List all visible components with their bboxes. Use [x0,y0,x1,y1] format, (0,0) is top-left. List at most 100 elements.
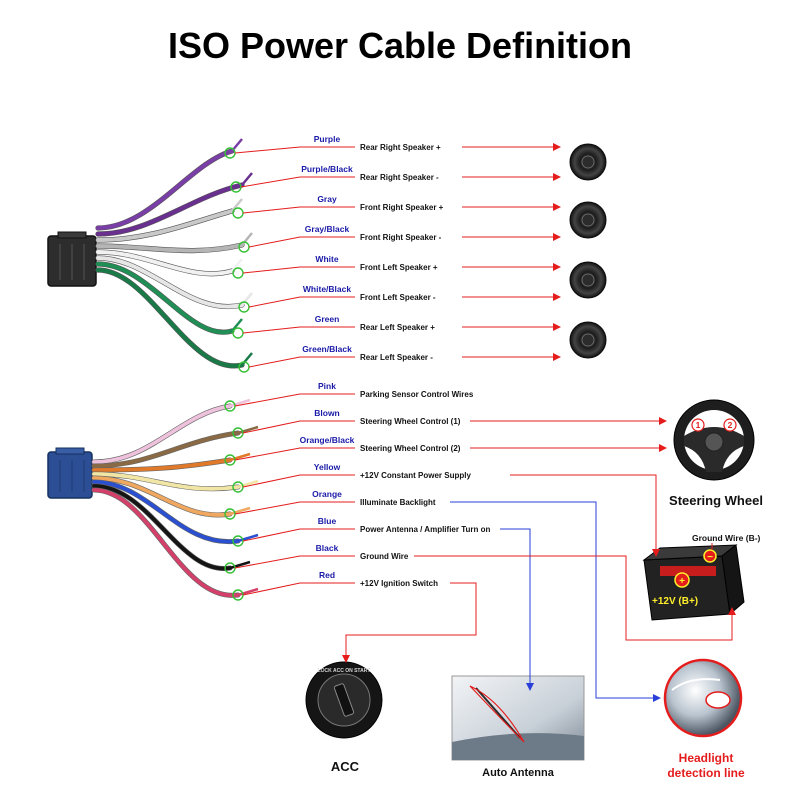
speaker-wire-function-label: Rear Left Speaker + [360,323,435,332]
speaker-wire-color-label: Green/Black [302,344,352,354]
power-wire-color-label: Orange [312,489,342,499]
speaker-cone-icon [581,213,595,227]
power-wire-color-label: Blown [314,408,340,418]
power-wire [92,458,232,472]
speaker-wire [96,183,244,236]
label-leader-line [242,582,355,596]
speaker-wire [96,250,234,276]
label-leader-line [242,528,355,542]
ignition-pointer [342,582,477,663]
speaker-wire-function-label: Front Left Speaker - [360,293,436,302]
label-leader-line [242,326,355,334]
power-wire-function-label: +12V Ignition Switch [360,579,438,588]
wire-marker-circle [232,327,244,339]
speaker-wire-function-label: Front Right Speaker - [360,233,442,242]
wire-tip [229,398,251,408]
wire-tip [231,198,243,212]
power-wire-function-label: +12V Constant Power Supply [360,471,471,480]
speaker-wire-color-label: White [315,254,338,264]
wire-tip [241,292,253,306]
pointer-line-group [342,417,736,702]
auto-antenna-image [451,675,585,761]
wire-marker-circle [232,207,244,219]
wire-tip [237,533,259,543]
speaker-wire [96,209,234,242]
power-wire [92,476,232,517]
label-leader-line [248,296,355,308]
headlight-label-line-1: Headlight [679,751,734,765]
speaker-wire-color-label: Purple [314,134,341,144]
power-wire [92,404,232,464]
speaker-wire [96,262,234,335]
steering-wheel-icon: 1 2 [673,399,755,481]
steering-button-2-label: 2 [728,420,733,430]
speaker-wire [96,268,244,368]
power-wire-function-label: Steering Wheel Control (1) [360,417,461,426]
power-connector [47,447,93,499]
power-wire-function-label: Power Antenna / Amplifier Turn on [360,525,490,534]
power-wire [92,488,240,598]
constant-power-pointer [510,474,660,557]
page-title: ISO Power Cable Definition [168,25,632,66]
headlight-icon [663,658,743,738]
speaker-wire-color-label: White/Black [303,284,351,294]
speaker-cone-icon [581,273,595,287]
ground-wire-label: Ground Wire (B-) [692,533,761,543]
speaker-wire-function-label: Rear Right Speaker + [360,143,441,152]
speaker-wire-color-label: Gray/Black [305,224,350,234]
speaker-wire [96,149,234,230]
speaker-cone-icon [581,155,595,169]
label-leader-line [242,266,355,274]
power-wire-function-label: Parking Sensor Control Wires [360,390,474,399]
headlight-label-line-2: detection line [667,766,745,780]
wire-tip [237,479,259,489]
speaker-wire-color-label: Purple/Black [301,164,353,174]
label-leader-line [242,206,355,214]
speaker-wire-function-label: Front Left Speaker + [360,263,438,272]
ignition-key-icon: LOCK ACC ON START [305,661,383,739]
battery-icon: Ground Wire (B-) + − +12V (B+) [642,533,761,621]
power-wire-function-label: Steering Wheel Control (2) [360,444,461,453]
label-leader-line [234,146,355,154]
speaker-wire-function-label: Rear Right Speaker - [360,173,439,182]
backlight-pointer [450,501,661,702]
battery-minus-sign: − [707,552,713,563]
wire-tip [241,232,253,246]
speaker-wire [96,256,244,309]
ignition-markings: LOCK ACC ON START [318,668,371,674]
power-wire [92,484,232,571]
power-wire-color-label: Orange/Black [300,435,355,445]
label-leader-line [234,555,355,569]
label-leader-line [234,393,355,407]
steering-wheel-label: Steering Wheel [669,493,763,508]
battery-label: +12V (B+) [652,596,698,607]
label-leader-line [242,474,355,488]
power-wire-function-label: Illuminate Backlight [360,498,436,507]
wire-tip [237,425,259,435]
power-wire [92,431,240,468]
antenna-pointer [500,528,534,691]
label-leader-line [248,356,355,368]
power-wire [92,480,240,544]
label-leader-line [242,420,355,434]
speaker-wire-function-label: Front Right Speaker + [360,203,444,212]
wire-tip [229,506,251,516]
ground-wire-pointer [414,555,736,641]
wire-marker-circle [232,267,244,279]
wire-tip [241,172,253,186]
battery-plus-sign: + [679,576,685,587]
power-wire-function-label: Ground Wire [360,552,409,561]
power-wire-color-label: Black [316,543,339,553]
wire-tip [231,318,243,332]
speaker-wire-color-label: Green [315,314,340,324]
wire-tip [241,352,253,366]
speaker-wire [96,243,244,253]
label-leader-line [234,447,355,461]
power-wire-color-label: Red [319,570,335,580]
label-leader-line [240,176,355,188]
wire-tip [229,560,251,570]
wire-tip [237,587,259,597]
power-wire-color-label: Blue [318,516,337,526]
